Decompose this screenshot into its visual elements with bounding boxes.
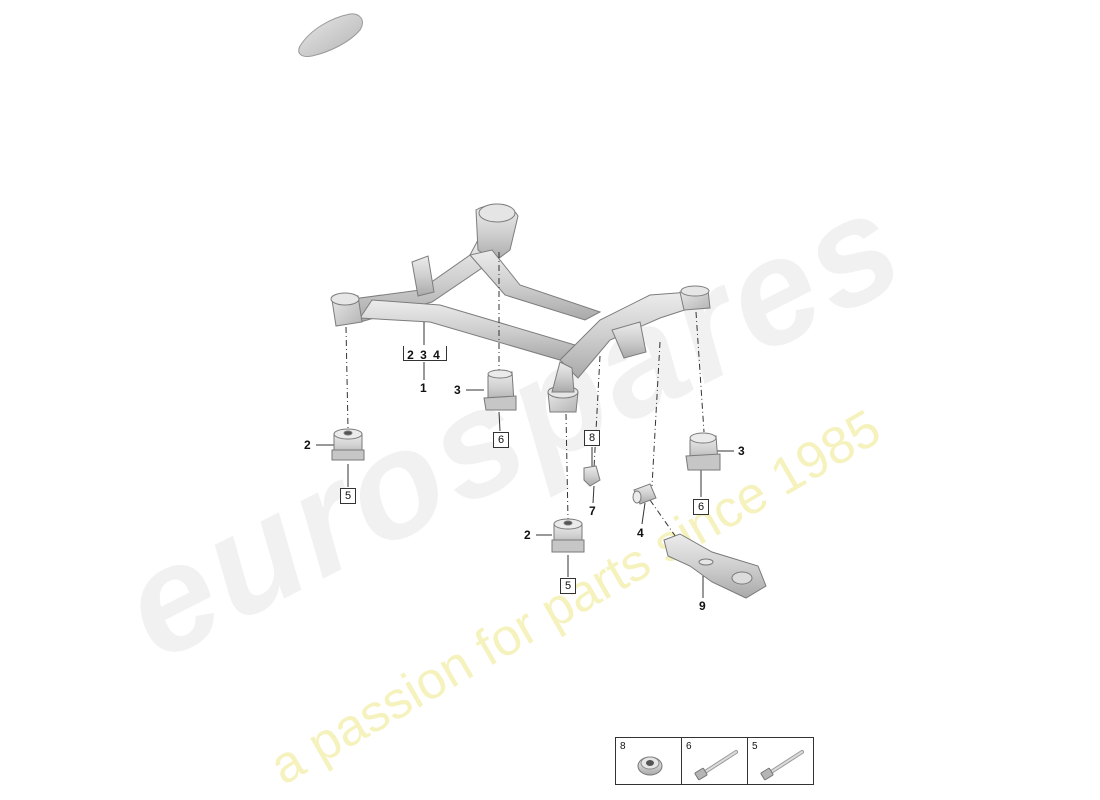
fastener-legend: 8 6 5 bbox=[615, 737, 814, 785]
nut-icon bbox=[637, 756, 663, 776]
group-item-3: 3 bbox=[420, 348, 427, 362]
leader-lines bbox=[316, 252, 734, 598]
car-silhouette-icon bbox=[298, 13, 363, 57]
callout-9: 9 bbox=[699, 599, 706, 613]
callout-3-left: 3 bbox=[454, 383, 461, 397]
bushing-rear-left bbox=[483, 369, 517, 411]
box-ref-8: 8 bbox=[584, 430, 600, 446]
bracket-part bbox=[583, 465, 601, 487]
legend-number-6: 6 bbox=[686, 741, 692, 752]
legend-number-5: 5 bbox=[752, 741, 758, 752]
callout-2-left: 2 bbox=[304, 438, 311, 452]
bushing-front-right bbox=[551, 518, 585, 553]
bushing-rear-right bbox=[685, 432, 721, 471]
legend-cell-8: 8 bbox=[616, 738, 682, 784]
callout-3-right: 3 bbox=[738, 444, 745, 458]
box-ref-6-mid: 6 bbox=[493, 432, 509, 448]
legend-cell-6: 6 bbox=[682, 738, 748, 784]
callout-7: 7 bbox=[589, 504, 596, 518]
control-arm bbox=[663, 533, 767, 599]
callout-2-bottom: 2 bbox=[524, 528, 531, 542]
bolt-icon bbox=[760, 750, 804, 781]
legend-cell-5: 5 bbox=[748, 738, 813, 784]
rear-subframe bbox=[330, 203, 711, 413]
box-ref-6-right: 6 bbox=[693, 499, 709, 515]
group-item-2: 2 bbox=[407, 348, 414, 362]
bushing-front-left bbox=[331, 428, 365, 461]
callout-1: 1 bbox=[420, 381, 427, 395]
group-item-4: 4 bbox=[433, 348, 440, 362]
box-ref-5-left: 5 bbox=[340, 488, 356, 504]
legend-number-8: 8 bbox=[620, 741, 626, 752]
callout-4: 4 bbox=[637, 526, 644, 540]
small-bushing bbox=[632, 483, 657, 505]
box-ref-5-bottom: 5 bbox=[560, 578, 576, 594]
bolt-icon bbox=[694, 750, 738, 781]
